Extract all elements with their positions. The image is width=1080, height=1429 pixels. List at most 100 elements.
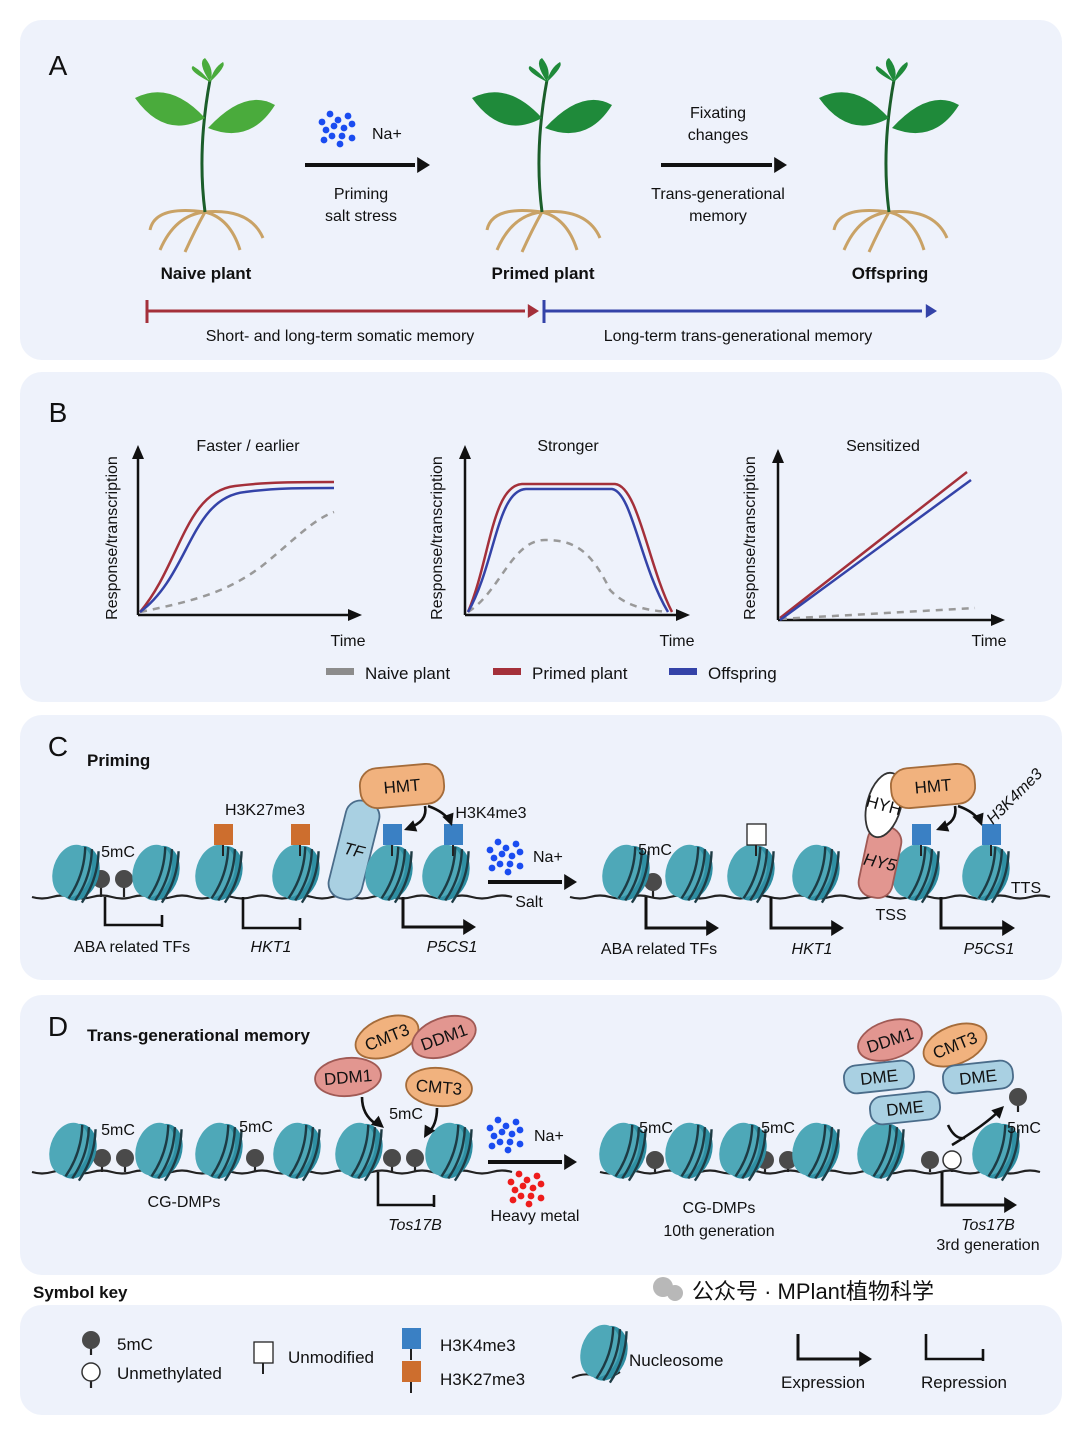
leaf: [135, 92, 205, 126]
arrowhead: [991, 1106, 1004, 1119]
panel-label: D: [48, 1011, 68, 1042]
dna-wrap: [154, 849, 174, 902]
dna-wrap: [687, 1127, 707, 1180]
mark-box: [444, 824, 463, 845]
head: [81, 1362, 101, 1382]
nucleosome-face: [602, 844, 643, 898]
arrowhead: [936, 820, 950, 832]
nucleosome: [665, 844, 713, 904]
ion-dot: [334, 116, 342, 124]
nucleosome: [335, 1122, 383, 1182]
nucleosome-face: [580, 1324, 621, 1378]
ddm1-protein: DDM1: [857, 1018, 923, 1062]
dna-wrap: [210, 846, 230, 899]
generation-label: 10th generation: [663, 1223, 774, 1240]
watermark: 公众号 · MPlant植物科学: [653, 1277, 934, 1304]
wechat-icon: [667, 1285, 683, 1301]
ion-dot: [506, 1138, 514, 1146]
dna-wrap: [300, 851, 320, 904]
leaf: [892, 99, 959, 134]
key-label: Unmethylated: [117, 1364, 222, 1383]
x-axis-label: Time: [331, 633, 366, 650]
arrowhead: [424, 1124, 436, 1138]
expression-p5cs1: [401, 897, 476, 935]
gene-label: P5CS1: [427, 939, 478, 956]
5mc-methyl-icon: [93, 1149, 111, 1172]
mark-box: [402, 1328, 421, 1349]
nucleosome: [580, 1324, 628, 1384]
ion-dot: [338, 132, 346, 140]
head: [406, 1149, 424, 1167]
dna-wrap: [602, 1329, 622, 1382]
shape: [411, 1014, 477, 1060]
ion-dot: [494, 1116, 502, 1124]
mark-box: [214, 824, 233, 845]
nucleosome-face: [272, 844, 313, 898]
h3k4me3-mark: [383, 824, 402, 856]
ion-dot: [516, 1140, 524, 1148]
expression-line: [769, 897, 832, 930]
dna-wrap: [621, 1127, 641, 1180]
head: [246, 1149, 264, 1167]
unmethylated-cpg-icon: [81, 1362, 101, 1388]
nucleosome: [425, 1122, 473, 1182]
head: [383, 1149, 401, 1167]
primed-curve: [466, 482, 674, 613]
ion-dot: [533, 1172, 541, 1180]
dna-wrap: [447, 1127, 467, 1180]
timeline-label: Short- and long-term somatic memory: [206, 328, 475, 345]
legend-label: Offspring: [708, 664, 777, 683]
ion-dot: [527, 1192, 535, 1200]
dna-wrap: [444, 849, 464, 902]
nucleosome: [49, 1122, 97, 1182]
mark-box: [912, 824, 931, 845]
dna-wrap: [680, 846, 700, 899]
primed-curve: [779, 471, 968, 619]
h3k4me3-mark: [982, 824, 1001, 856]
ion-dot: [490, 854, 498, 862]
ion-dot: [486, 846, 494, 854]
h3k27me3-mark: [291, 824, 310, 856]
symbol-key-title: Symbol key: [33, 1283, 128, 1302]
nucleosome-face: [425, 1122, 466, 1176]
y-axis-label: Response/transcription: [104, 456, 121, 620]
ddm1-protein: DDM1: [314, 1056, 382, 1098]
dna-strand: [31, 894, 513, 900]
repression-tos17b: [376, 1172, 436, 1207]
dna-wrap: [357, 1127, 377, 1180]
y-axis-label: Response/transcription: [429, 456, 446, 620]
cmt3-protein: CMT3: [922, 1022, 988, 1068]
dna-wrap: [755, 851, 775, 904]
ion-dot: [336, 140, 344, 148]
naive-plant-illustration: [135, 58, 275, 253]
h3k27me3-mark: [214, 824, 233, 856]
dna-wrap: [820, 851, 840, 904]
ion-dot: [496, 1138, 504, 1146]
nucleosome-face: [365, 844, 406, 898]
root: [183, 211, 207, 253]
dna-wrap: [749, 849, 769, 902]
5mc-methyl-icon: [406, 1149, 424, 1172]
panel-b: [20, 372, 1062, 702]
ion-dot: [502, 844, 510, 852]
nucleosome-face: [52, 844, 93, 898]
5mc-methyl-icon: [82, 1331, 100, 1355]
nucleosome: [195, 844, 243, 904]
ion-dot: [498, 1128, 506, 1136]
gene-label: HKT1: [792, 941, 833, 958]
ion-dot: [508, 852, 516, 860]
dna-wrap: [287, 846, 307, 899]
dna-wrap: [994, 1127, 1014, 1180]
dna-wrap: [77, 1129, 97, 1182]
sprout: [528, 58, 561, 82]
nucleosome-face: [972, 1122, 1013, 1176]
root: [158, 210, 206, 251]
protein-label: HMT: [914, 775, 952, 797]
root: [888, 210, 926, 251]
arrow-label: Trans-generational: [651, 186, 785, 203]
root: [541, 210, 602, 239]
nucleosome-face: [135, 1122, 176, 1176]
nucleosome-face: [335, 1122, 376, 1176]
ion-dot: [486, 1124, 494, 1132]
ion-dot: [511, 1186, 519, 1194]
